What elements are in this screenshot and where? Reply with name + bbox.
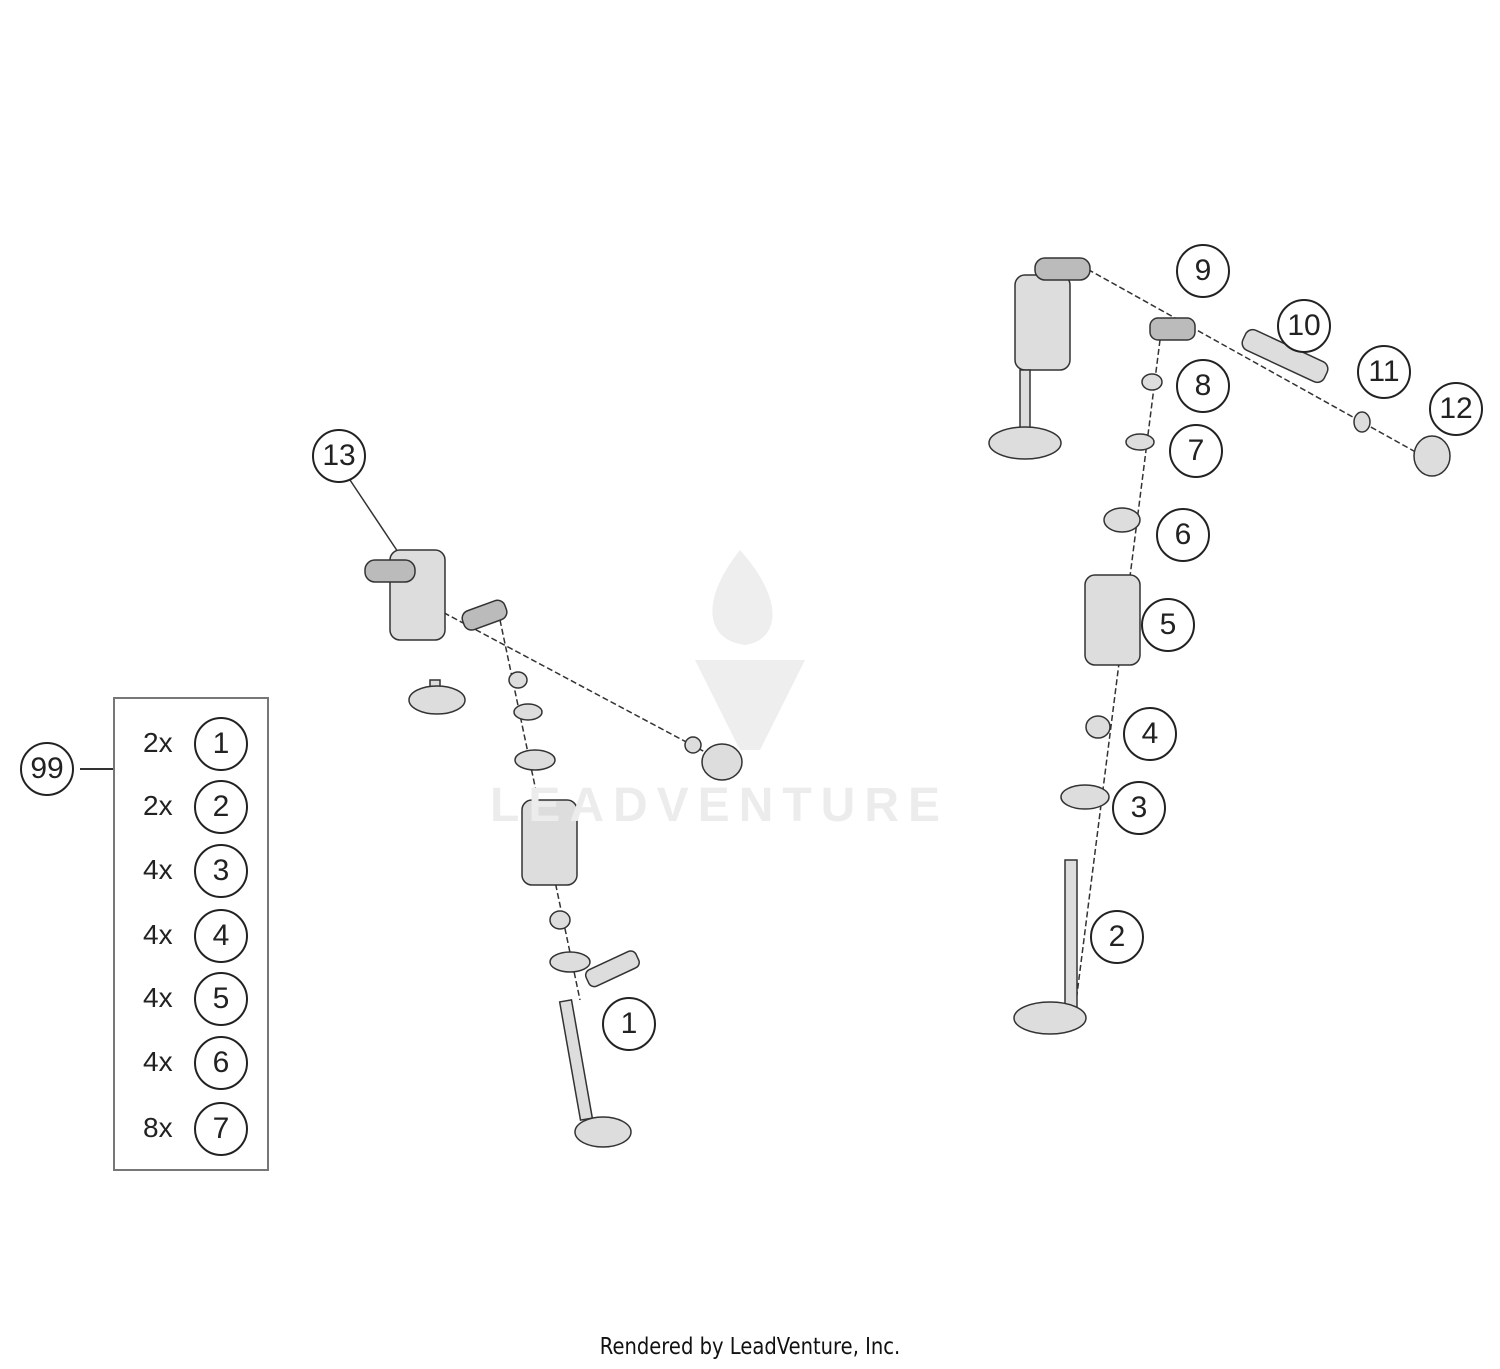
- kit-contents-box: 2x 1 2x 2 4x 3 4x 4 4x 5 4x 6 8x 7: [113, 697, 269, 1171]
- kit-callout[interactable]: 6: [194, 1036, 248, 1090]
- callout-3[interactable]: 3: [1112, 781, 1166, 835]
- kit-row: 4x 6: [115, 1036, 267, 1090]
- kit-callout[interactable]: 3: [194, 844, 248, 898]
- render-credit: Rendered by LeadVenture, Inc.: [599, 1334, 901, 1360]
- kit-qty: 4x: [143, 982, 173, 1013]
- kit-qty: 2x: [143, 790, 173, 821]
- kit-callout[interactable]: 4: [194, 909, 248, 963]
- callout-2[interactable]: 2: [1090, 910, 1144, 964]
- callout-5[interactable]: 5: [1141, 598, 1195, 652]
- kit-callout[interactable]: 2: [194, 780, 248, 834]
- kit-row: 4x 4: [115, 909, 267, 963]
- callout-12[interactable]: 12: [1429, 382, 1483, 436]
- kit-row: 2x 2: [115, 780, 267, 834]
- kit-qty: 4x: [143, 854, 173, 885]
- kit-callout[interactable]: 1: [194, 717, 248, 771]
- callout-13[interactable]: 13: [312, 429, 366, 483]
- callout-4[interactable]: 4: [1123, 707, 1177, 761]
- kit-row: 2x 1: [115, 717, 267, 771]
- callout-99[interactable]: 99: [20, 742, 74, 796]
- callout-8[interactable]: 8: [1176, 359, 1230, 413]
- callout-9[interactable]: 9: [1176, 244, 1230, 298]
- kit-qty: 2x: [143, 727, 173, 758]
- callout-1[interactable]: 1: [602, 997, 656, 1051]
- watermark-text: LEADVENTURE: [490, 779, 950, 832]
- kit-callout[interactable]: 5: [194, 972, 248, 1026]
- kit-row: 4x 5: [115, 972, 267, 1026]
- callout-6[interactable]: 6: [1156, 508, 1210, 562]
- callout-10[interactable]: 10: [1277, 299, 1331, 353]
- kit-callout[interactable]: 7: [194, 1102, 248, 1156]
- left-spring-assembly: [364, 549, 466, 715]
- callout-11[interactable]: 11: [1357, 345, 1411, 399]
- callout-7[interactable]: 7: [1169, 424, 1223, 478]
- right-spring-assembly: [988, 257, 1091, 460]
- kit-row: 4x 3: [115, 844, 267, 898]
- kit-qty: 4x: [143, 1046, 173, 1077]
- kit-row: 8x 7: [115, 1102, 267, 1156]
- watermark-logo: [695, 550, 805, 750]
- kit-qty: 8x: [143, 1112, 173, 1143]
- kit-qty: 4x: [143, 919, 173, 950]
